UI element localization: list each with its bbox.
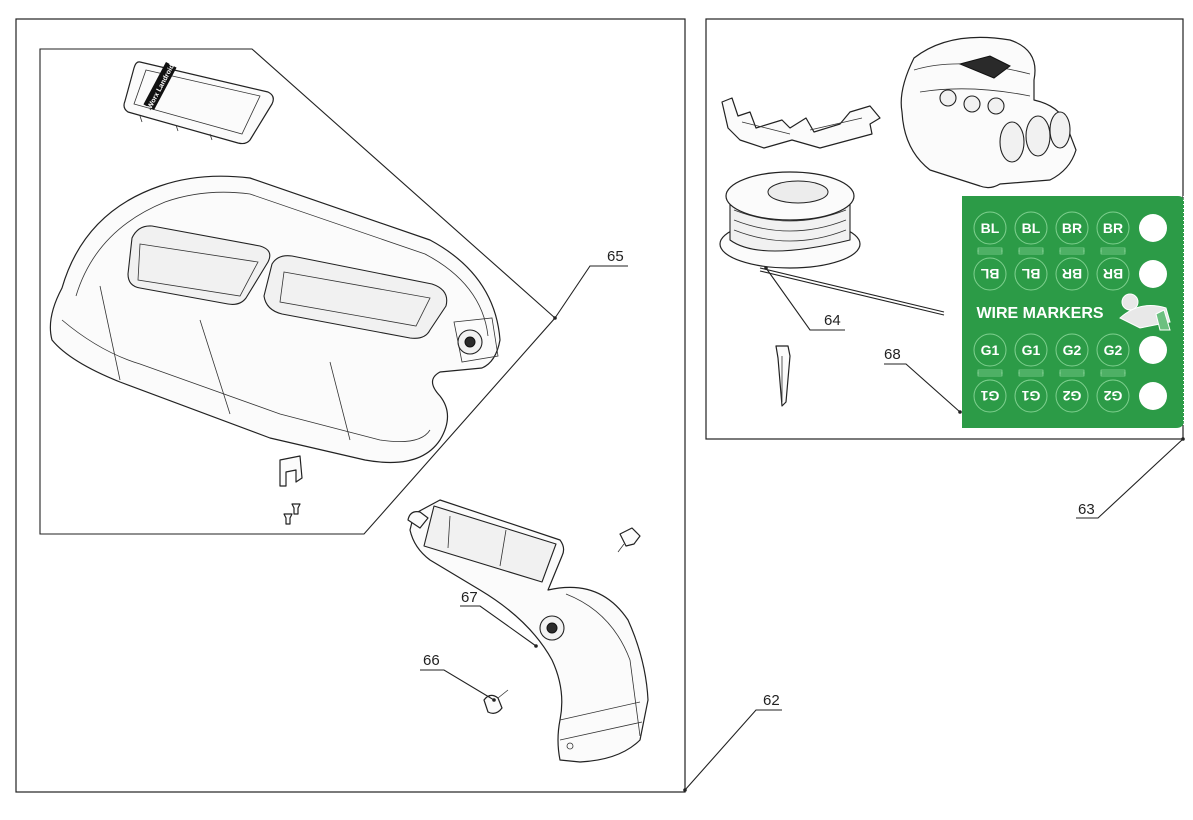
callout-62: 62 <box>763 692 780 709</box>
marker-strip <box>1018 371 1044 377</box>
wire-marker-label: BR <box>1103 220 1123 236</box>
handle-icon <box>407 499 649 763</box>
wire-marker-ring <box>973 379 1007 413</box>
marker-strip <box>1100 249 1126 255</box>
callout-66: 66 <box>423 652 440 669</box>
marker-strip <box>1018 249 1044 255</box>
leader-lines <box>420 265 1185 792</box>
display-flap-icon: Worx Landroid <box>123 61 274 145</box>
blank-marker <box>1139 260 1167 288</box>
wire-marker-ring <box>973 333 1007 367</box>
hand-icon <box>1119 293 1171 331</box>
wire-marker-label: G1 <box>981 342 1000 358</box>
wire-connector-icon <box>900 36 1077 189</box>
wire-marker-label: BL <box>980 266 999 282</box>
wire-spool-icon <box>719 171 945 316</box>
marker-strip <box>1059 371 1085 377</box>
blank-marker <box>1139 336 1167 364</box>
callout-63: 63 <box>1078 501 1095 518</box>
marker-strip <box>1100 371 1126 377</box>
wire-marker-label: BR <box>1062 220 1082 236</box>
top-cover-icon <box>49 175 501 464</box>
wire-marker-ring <box>1055 333 1089 367</box>
wire-marker-ring <box>1014 257 1048 291</box>
wire-marker-label: G2 <box>1062 388 1081 404</box>
wire-marker-ring <box>1096 211 1130 245</box>
callout-67: 67 <box>461 589 478 606</box>
wire-marker-label: BR <box>1103 266 1123 282</box>
wire-marker-ring <box>1014 379 1048 413</box>
wire-marker-ring <box>1014 211 1048 245</box>
wire-marker-ring <box>1096 333 1130 367</box>
callout-64: 64 <box>824 312 841 329</box>
wire-marker-label: G2 <box>1104 342 1123 358</box>
wire-marker-ring <box>1096 257 1130 291</box>
blank-marker <box>1139 214 1167 242</box>
wire-marker-label: BR <box>1062 266 1082 282</box>
wire-marker-label: G1 <box>980 388 999 404</box>
wire-marker-label: G2 <box>1103 388 1122 404</box>
marker-strip <box>1059 249 1085 255</box>
screw-icon <box>283 503 301 525</box>
wire-marker-ring <box>1014 333 1048 367</box>
marker-strip <box>977 249 1003 255</box>
wire-marker-ring <box>1055 257 1089 291</box>
wire-marker-label: G2 <box>1063 342 1082 358</box>
main-frame <box>15 18 686 793</box>
wire-marker-label: G1 <box>1022 342 1041 358</box>
wire-marker-label: G1 <box>1021 388 1040 404</box>
callout-68: 68 <box>884 346 901 363</box>
wire-marker-label: BL <box>1021 266 1040 282</box>
marker-strip <box>977 371 1003 377</box>
callout-65: 65 <box>607 248 624 265</box>
clip-icon <box>279 455 303 487</box>
wire-marker-label: BL <box>1022 220 1041 236</box>
blank-marker <box>1139 382 1167 410</box>
wire-marker-label: BL <box>981 220 1000 236</box>
wire-marker-ring <box>1055 379 1089 413</box>
wire-markers-background <box>962 196 1184 428</box>
peg-icon <box>775 345 791 407</box>
cover-subframe <box>39 48 556 535</box>
wire-marker-ring <box>1055 211 1089 245</box>
wire-markers-title: WIRE MARKERS <box>976 305 1103 322</box>
wire-marker-ring <box>1096 379 1130 413</box>
wire-marker-ring <box>973 257 1007 291</box>
screw-icon <box>483 527 641 714</box>
wire-marker-ring <box>973 211 1007 245</box>
terminal-icon <box>721 97 881 149</box>
